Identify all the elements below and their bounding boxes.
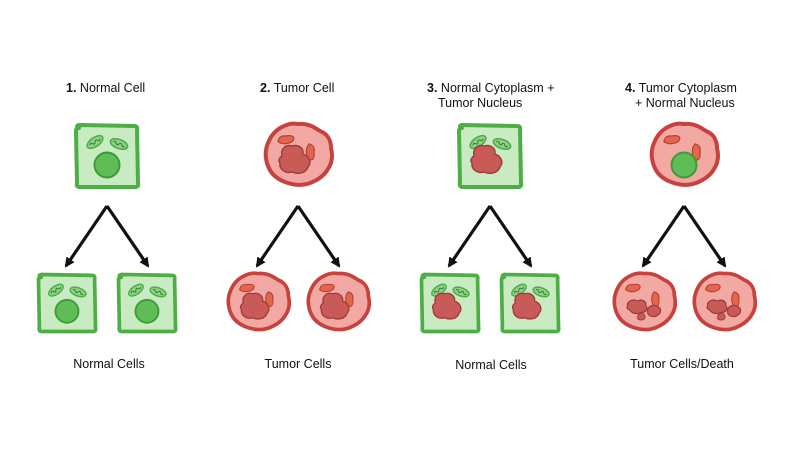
organelle-red <box>691 143 701 161</box>
nucleus-tumor <box>278 144 311 175</box>
organelle-green <box>128 283 144 297</box>
panel-4-daughter-cell-left <box>612 271 678 332</box>
nucleus-tumor <box>511 292 542 320</box>
organelle-red <box>345 291 354 308</box>
nucleus-tumor <box>319 292 350 320</box>
panel-1-arrow-right <box>105 205 150 268</box>
panel-3-daughter-cell-right <box>499 272 561 334</box>
panel-4-number: 4. <box>625 81 636 95</box>
panel-2-number: 2. <box>260 81 271 95</box>
nucleus-fragmented <box>706 299 742 321</box>
panel-3-parent-cell <box>457 123 524 189</box>
nucleus-normal <box>93 151 121 179</box>
panel-4-title-line2: + Normal Nucleus <box>635 96 735 110</box>
panel-4-arrow-left <box>641 205 686 268</box>
nucleus-normal <box>54 298 80 324</box>
nucleus-fragmented <box>626 299 662 321</box>
panel-4-arrow-right <box>682 205 727 268</box>
nucleus-tumor <box>470 144 503 175</box>
panel-3-title-line2: Tumor Nucleus <box>438 96 523 110</box>
panel-1-daughter-cell-left <box>36 272 98 334</box>
panel-3-daughter-cell-left <box>419 272 481 334</box>
panel-3-title-line1: Normal Cytoplasm + <box>440 81 555 95</box>
panel-2-daughter-cell-left <box>226 271 292 332</box>
organelle-green <box>149 286 167 298</box>
panel-4-title: 4. Tumor Cytoplasm + Normal Nucleus <box>625 81 737 111</box>
panel-1-parent-cell <box>74 123 141 189</box>
panel-3-title: 3. Normal Cytoplasm + Tumor Nucleus <box>427 81 555 111</box>
organelle-green <box>492 137 512 151</box>
nucleus-normal <box>670 151 698 179</box>
nucleus-tumor <box>431 292 462 320</box>
panel-1-caption: Normal Cells <box>73 357 145 371</box>
panel-4-daughter-cell-right <box>692 271 758 332</box>
organelle-red <box>265 291 274 308</box>
panel-4-parent-cell <box>649 121 720 187</box>
organelle-red <box>704 283 721 293</box>
panel-2-title: 2. Tumor Cell <box>260 81 334 96</box>
panel-4-caption: Tumor Cells/Death <box>630 357 734 371</box>
panel-3-arrow-left <box>447 205 492 268</box>
panel-1-title: 1. Normal Cell <box>66 81 145 96</box>
organelle-green <box>532 286 550 298</box>
organelle-red <box>238 283 255 293</box>
panel-1-title-line1: Normal Cell <box>79 81 146 95</box>
organelle-red <box>663 135 681 145</box>
panel-2-arrow-left <box>255 205 300 268</box>
organelle-green <box>109 137 129 151</box>
panel-3-caption: Normal Cells <box>455 358 527 372</box>
panel-2-arrow-right <box>296 205 341 268</box>
organelle-green <box>86 134 104 150</box>
organelle-red <box>318 283 335 293</box>
panel-1-daughter-cell-right <box>116 272 178 334</box>
panel-2-parent-cell <box>263 121 334 187</box>
organelle-green <box>48 283 64 297</box>
organelle-red <box>624 283 641 293</box>
panel-3-number: 3. <box>427 81 438 95</box>
organelle-green <box>69 286 87 298</box>
nucleus-normal <box>134 298 160 324</box>
panel-1-arrow-left <box>64 205 109 268</box>
panel-1-number: 1. <box>66 81 77 95</box>
organelle-red <box>305 143 315 161</box>
nucleus-tumor <box>239 292 270 320</box>
panel-4-title-line1: Tumor Cytoplasm <box>638 81 737 95</box>
panel-3-arrow-right <box>488 205 533 268</box>
panel-2-daughter-cell-right <box>306 271 372 332</box>
panel-2-caption: Tumor Cells <box>264 357 332 371</box>
panel-2-title-line1: Tumor Cell <box>273 81 335 95</box>
organelle-green <box>452 286 470 298</box>
organelle-red <box>277 135 295 145</box>
